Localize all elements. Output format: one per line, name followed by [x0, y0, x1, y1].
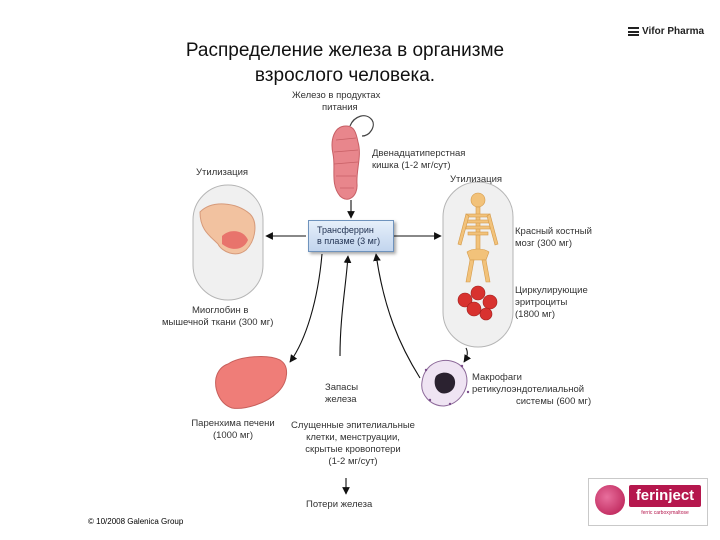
- iron-loss-label: Потери железа: [306, 499, 373, 510]
- duodenum-label-1: Двенадцатиперстная: [372, 148, 466, 159]
- skeleton-icon: [457, 192, 499, 283]
- page-title: Распределение железа в организме взросло…: [150, 38, 540, 88]
- ferinject-logo: ferinject ferric carboxymaltose: [588, 478, 708, 526]
- transferrin-label-1: Трансферрин: [317, 225, 374, 235]
- vifor-logo-icon: [628, 27, 639, 36]
- arrow-macrophage-to-transferrin: [373, 253, 421, 379]
- title-line-1: Распределение железа в организме: [185, 40, 505, 61]
- marrow-label: Красный костный мозг (300 мг): [515, 226, 592, 250]
- transferrin-box: Трансферрин в плазме (3 мг): [308, 220, 394, 252]
- myoglobin-label-2: мышечной ткани (300 мг): [162, 317, 274, 328]
- liver-label-2: (1000 мг): [212, 430, 254, 441]
- duodenum-icon: [331, 115, 374, 200]
- title-line-2: взрослого человека.: [254, 65, 436, 86]
- macrophage-label-3: системы (600 мг): [516, 396, 592, 407]
- utilization-left-label: Утилизация: [196, 167, 249, 178]
- iron-stores-label: Запасы железа: [325, 382, 358, 406]
- macrophage-label-2: ретикулоэндотелиальной: [472, 384, 585, 395]
- macrophage-label: Макрофаги ретикулоэндотелиальной системы…: [472, 372, 591, 408]
- ferinject-name: ferinject: [629, 485, 701, 507]
- iron-loss-sources-label-1: Слущенные эпителиальные: [291, 420, 415, 431]
- red-blood-cells-icon: [457, 285, 498, 321]
- food-iron-label: Железо в продуктах питания: [292, 90, 380, 114]
- vifor-logo: Vifor Pharma: [628, 26, 704, 37]
- iron-loss-sources-label-2: клетки, менструации,: [306, 432, 400, 443]
- rbc-label: Циркулирующие эритроциты (1800 мг): [515, 285, 588, 321]
- iron-stores-label-2: железа: [325, 394, 357, 405]
- liver-icon: [215, 356, 287, 409]
- duodenum-label: Двенадцатиперстная кишка (1-2 мг/сут): [372, 148, 465, 172]
- macrophage-label-1: Макрофаги: [472, 372, 522, 383]
- marrow-label-2: мозг (300 мг): [515, 238, 572, 249]
- marrow-label-1: Красный костный: [515, 226, 592, 237]
- food-iron-label-1: Железо в продуктах: [292, 90, 381, 101]
- ferinject-mark-icon: [595, 485, 625, 515]
- iron-loss-sources-label-4: (1-2 мг/сут): [328, 456, 378, 467]
- copyright-text: © 10/2008 Galenica Group: [88, 517, 184, 526]
- macrophage-icon: [421, 359, 470, 407]
- rbc-label-2: эритроциты: [515, 297, 568, 308]
- arrow-rbc-to-macrophage: [463, 347, 472, 363]
- transferrin-label-2: в плазме (3 мг): [317, 236, 381, 246]
- liver-label: Паренхима печени (1000 мг): [184, 418, 282, 442]
- myoglobin-label: Миоглобин в мышечной ткани (300 мг): [162, 305, 273, 329]
- vifor-logo-text: Vifor Pharma: [642, 26, 705, 37]
- food-iron-label-2: питания: [322, 102, 358, 113]
- arrow-transferrin-to-liver: [289, 253, 323, 363]
- utilization-right-label: Утилизация: [450, 174, 503, 185]
- rbc-label-3: (1800 мг): [515, 309, 556, 320]
- arm-muscle-icon: [199, 203, 256, 255]
- duodenum-label-2: кишка (1-2 мг/сут): [372, 160, 451, 171]
- arrow-stores-to-transferrin: [339, 255, 352, 357]
- iron-loss-sources-label-3: скрытые кровопотери: [305, 444, 401, 455]
- iron-loss-sources-label: Слущенные эпителиальные клетки, менструа…: [286, 420, 420, 468]
- myoglobin-label-1: Миоглобин в: [192, 305, 249, 316]
- ferinject-tagline: ferric carboxymaltose: [641, 510, 689, 516]
- rbc-label-1: Циркулирующие: [515, 285, 588, 296]
- iron-stores-label-1: Запасы: [325, 382, 359, 393]
- liver-label-1: Паренхима печени: [191, 418, 275, 429]
